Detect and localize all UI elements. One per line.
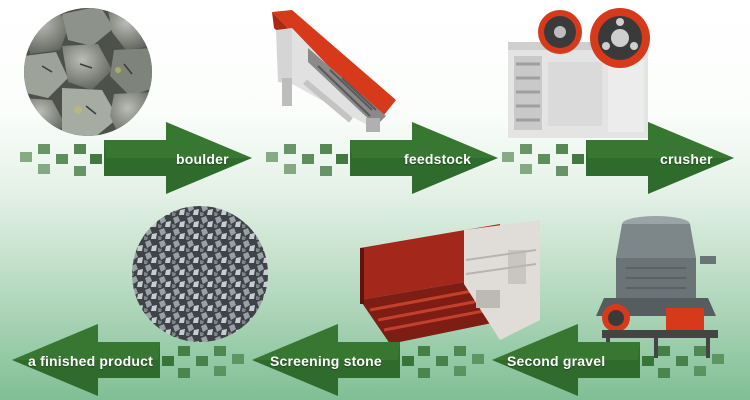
- arrow-second-gravel: [488, 322, 728, 398]
- jaw-crusher-icon: [504, 6, 654, 142]
- label-screening-stone: Screening stone: [270, 353, 382, 369]
- arrow-feedstock: [262, 120, 502, 196]
- cone-crusher-icon: [596, 212, 726, 362]
- label-boulder: boulder: [176, 151, 229, 167]
- vibrating-feeder-icon: [268, 8, 408, 138]
- arrow-screening-stone: [248, 322, 488, 398]
- gravel-pile-icon: [130, 204, 270, 344]
- label-finished-product: a finished product: [28, 353, 153, 369]
- label-feedstock: feedstock: [404, 151, 472, 167]
- label-crusher: crusher: [660, 151, 713, 167]
- label-second-gravel: Second gravel: [507, 353, 606, 369]
- rock-pile-icon: [22, 6, 154, 138]
- arrow-boulder: [16, 120, 256, 196]
- vibrating-screen-icon: [350, 220, 550, 350]
- arrow-crusher: [498, 120, 738, 196]
- arrow-finished-product: [8, 322, 248, 398]
